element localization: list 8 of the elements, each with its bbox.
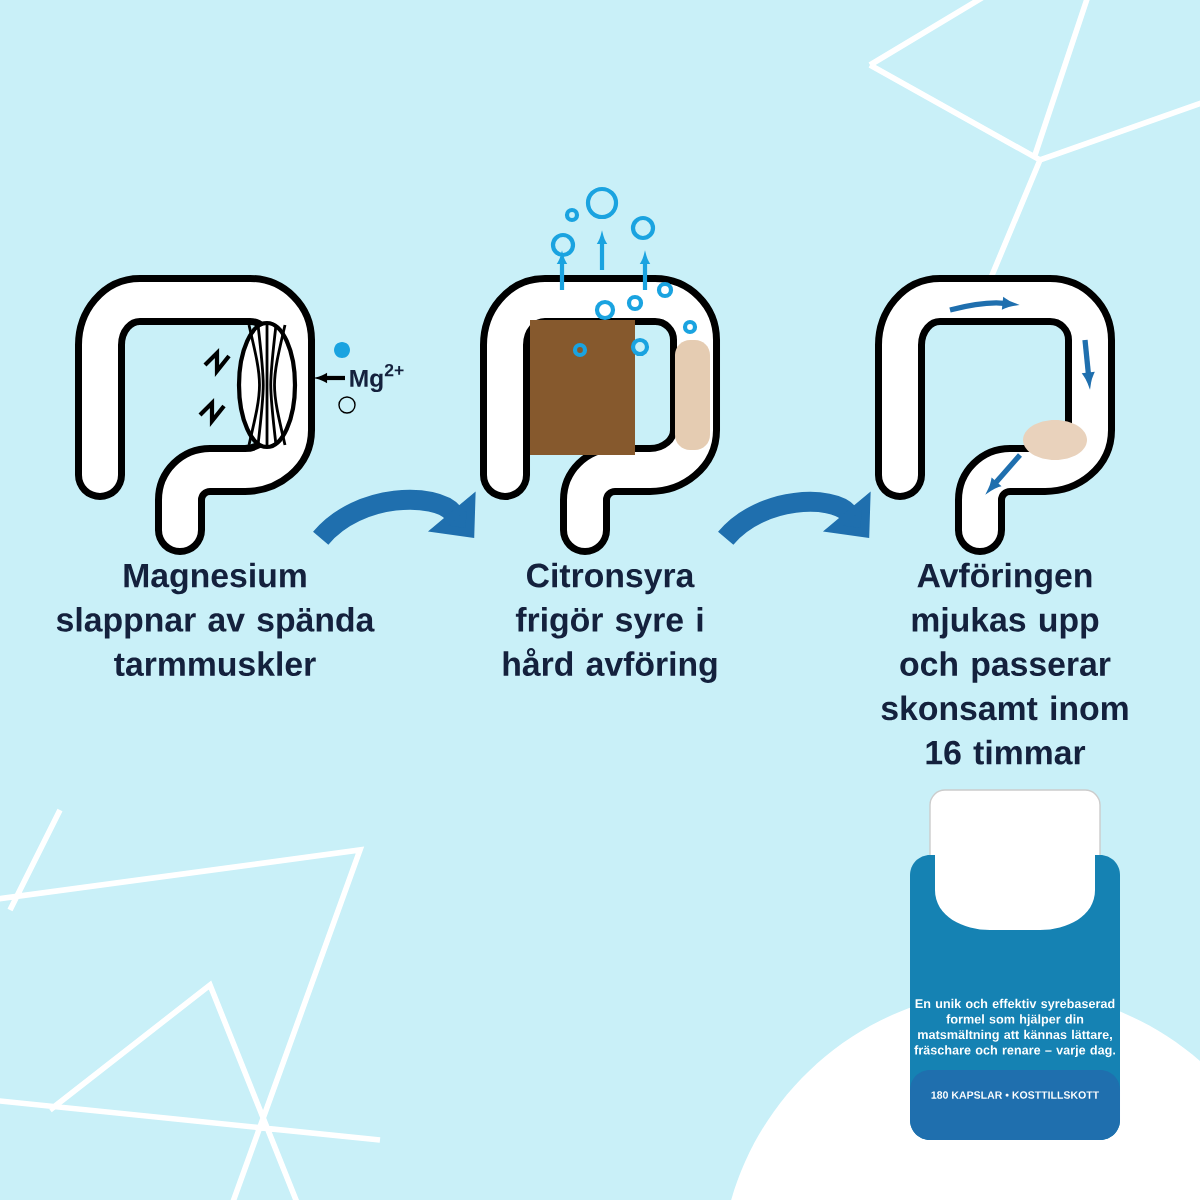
colon-drawing (875, 275, 1115, 555)
ion-label: Mg$^{2+}$ (350, 363, 404, 393)
colon-drawing (480, 186, 720, 555)
caption-text: Avföringen mjukas upp och passerar skonsamt inom 16 timmar (881, 562, 1128, 765)
bottle-label: 180 KAPSLAR • KOSTTILLSKOTT (931, 1091, 1100, 1099)
caption-text: Magnesium slappnar av spända tarmmuskler (56, 562, 375, 677)
caption-text: Citronsyra frigör syre i hård avföring (503, 562, 717, 683)
description-text: En unik och effektiv syrebaserad formel som hjälper din matsmältning att kännas lättare, fräschare och renare – varje dag. (914, 998, 1115, 1058)
